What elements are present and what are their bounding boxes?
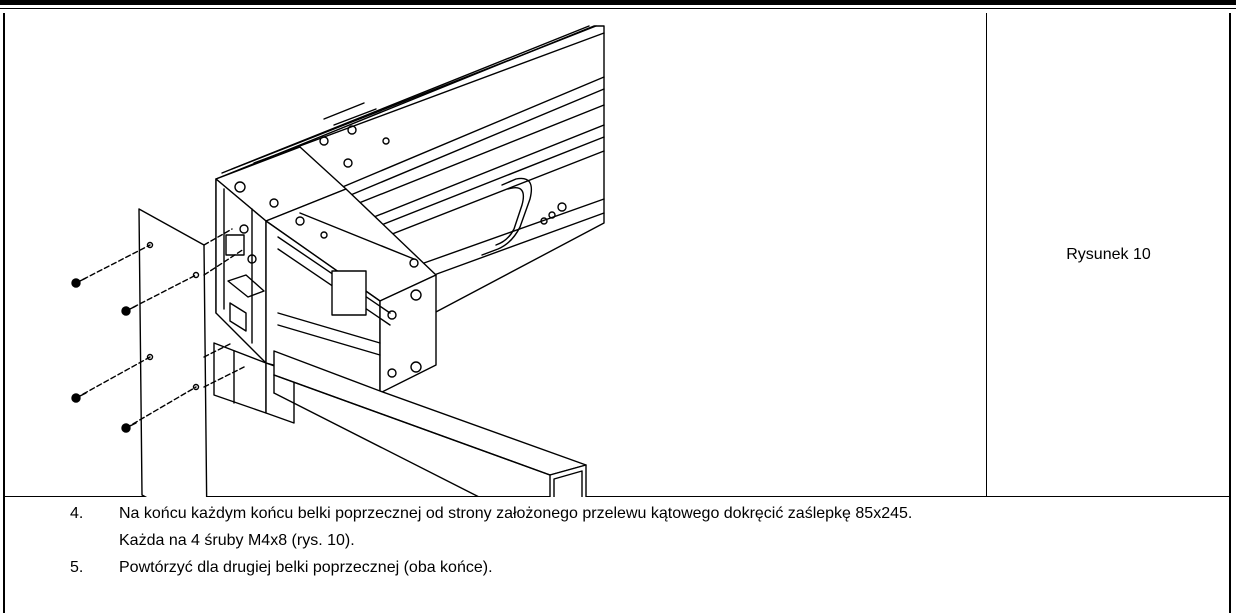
caption-cell: Rysunek 10 — [987, 13, 1230, 497]
step-text-continuation: Każda na 4 śruby M4x8 (rys. 10). — [119, 532, 355, 549]
carriage — [265, 188, 437, 394]
figure-caption: Rysunek 10 — [1066, 245, 1151, 263]
screws — [71, 228, 245, 433]
header-rule-thin — [0, 8, 1236, 9]
table-frame — [3, 13, 1231, 613]
figure-cell — [4, 13, 987, 497]
step-number: 5. — [70, 559, 84, 576]
assembly-drawing — [71, 25, 605, 497]
cover-plate — [138, 208, 208, 497]
square-tube — [273, 350, 587, 497]
header-rule-thick — [0, 0, 1236, 5]
step-text: Na końcu każdym końcu belki poprzecznej … — [119, 505, 913, 522]
step-text: Powtórzyć dla drugiej belki poprzecznej … — [119, 559, 493, 576]
step-number: 4. — [70, 505, 84, 522]
